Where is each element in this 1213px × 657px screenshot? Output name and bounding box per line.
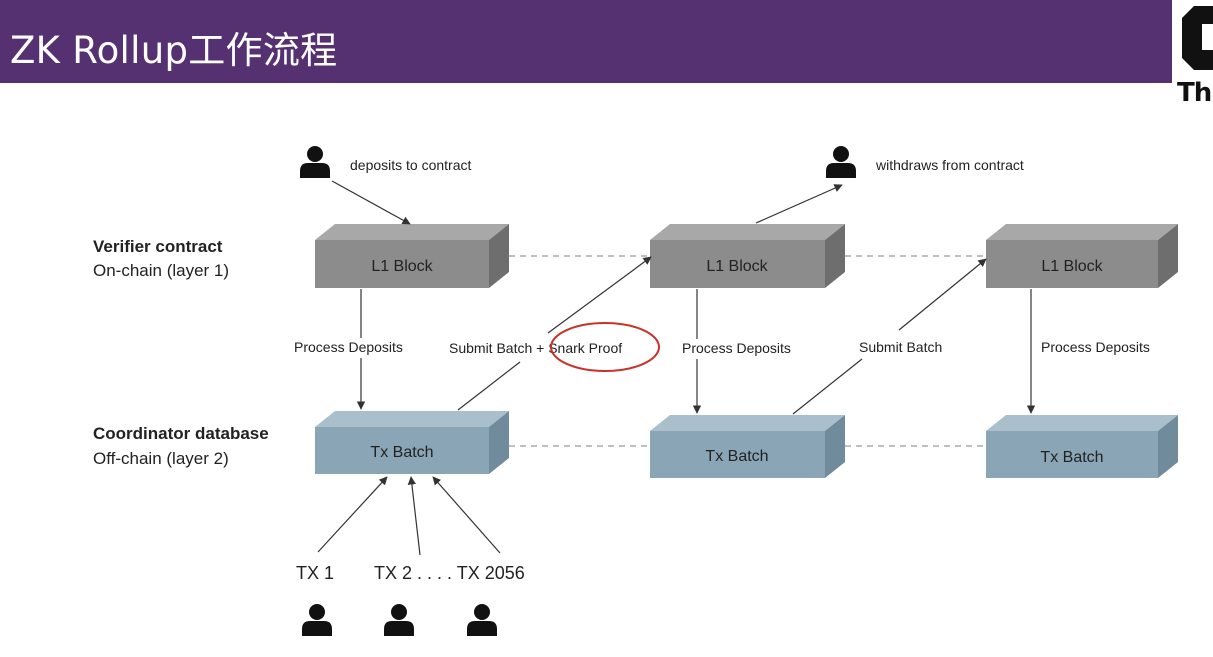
- person-icon: [384, 604, 414, 636]
- submit-batch-arrow-lower: [457, 361, 521, 411]
- layer1-name: Verifier contract: [93, 237, 223, 256]
- process-deposits-label: Process Deposits: [1041, 339, 1150, 355]
- l1-block: L1 Block: [315, 224, 509, 288]
- submit-batch-arrow: [898, 258, 987, 331]
- l1-block: L1 Block: [650, 224, 845, 288]
- tx-batch-label: Tx Batch: [1040, 449, 1103, 466]
- highlight-ellipse: [550, 322, 660, 372]
- l1-block-label: L1 Block: [706, 258, 768, 275]
- person-icon: [302, 604, 332, 636]
- layer2-sub: Off-chain (layer 2): [93, 449, 229, 468]
- tx-batch-block: Tx Batch: [315, 411, 509, 474]
- person-icon: [826, 146, 856, 178]
- logo: Th: [1172, 0, 1213, 110]
- tx-arrow: [317, 476, 388, 553]
- logo-text: Th: [1177, 78, 1212, 108]
- submit-batch-arrow: [547, 256, 652, 334]
- l1-block-label: L1 Block: [371, 258, 433, 275]
- layer1-sub: On-chain (layer 1): [93, 261, 229, 280]
- title-bar: ZK Rollup工作流程: [0, 0, 1172, 83]
- tx-label: TX 1: [296, 563, 334, 583]
- tx-batch-block: Tx Batch: [650, 415, 845, 478]
- submit-batch-proof-label: Submit Batch + Snark Proof: [449, 340, 622, 356]
- process-deposits-label: Process Deposits: [294, 339, 403, 355]
- tx-batch-block: Tx Batch: [986, 415, 1178, 478]
- deposits-label: deposits to contract: [350, 157, 472, 173]
- submit-batch-label: Submit Batch: [859, 339, 942, 355]
- withdraws-label: withdraws from contract: [875, 157, 1024, 173]
- person-icon: [467, 604, 497, 636]
- page-title: ZK Rollup工作流程: [10, 29, 338, 72]
- l1-block: L1 Block: [986, 224, 1178, 288]
- l1-block-label: L1 Block: [1041, 258, 1103, 275]
- logo-mark-icon: [1182, 6, 1213, 70]
- tx-arrow: [432, 476, 501, 554]
- submit-batch-arrow-lower: [792, 358, 863, 415]
- tx-arrow: [407, 476, 421, 556]
- withdraw-arrow: [755, 184, 843, 224]
- layer2-name: Coordinator database: [93, 424, 269, 443]
- process-deposits-label: Process Deposits: [682, 340, 791, 356]
- person-icon: [300, 146, 330, 178]
- tx-batch-label: Tx Batch: [370, 444, 433, 461]
- deposit-arrow: [331, 180, 411, 225]
- tx-batch-label: Tx Batch: [705, 448, 768, 465]
- tx-label: TX 2 . . . . TX 2056: [374, 563, 525, 583]
